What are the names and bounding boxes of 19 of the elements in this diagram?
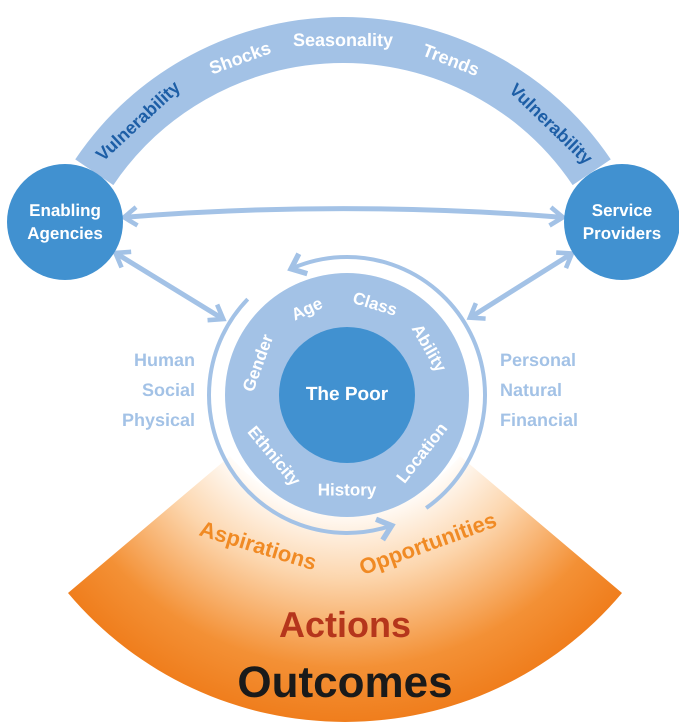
- capital-label: Human: [134, 351, 195, 369]
- capital-label: Natural: [500, 381, 562, 399]
- capital-label: Personal: [500, 351, 576, 369]
- actor-label: Enabling Agencies: [26, 200, 104, 245]
- ring-word: Class: [350, 289, 399, 319]
- band-word: Seasonality: [292, 31, 394, 49]
- double-arrow: [468, 250, 574, 321]
- double-arrow: [113, 250, 226, 322]
- actor-label: Service Providers: [582, 200, 662, 245]
- fan-word: Outcomes: [237, 661, 453, 705]
- double-arrow: [122, 204, 566, 228]
- capital-label: Physical: [122, 411, 195, 429]
- capital-label: Financial: [500, 411, 578, 429]
- band-word: Shocks: [207, 38, 274, 78]
- ring-word: Age: [288, 294, 325, 324]
- center-label: The Poor: [306, 382, 388, 407]
- capital-label: Social: [142, 381, 195, 399]
- fan-word: Actions: [279, 607, 411, 643]
- ring-word: History: [318, 482, 376, 498]
